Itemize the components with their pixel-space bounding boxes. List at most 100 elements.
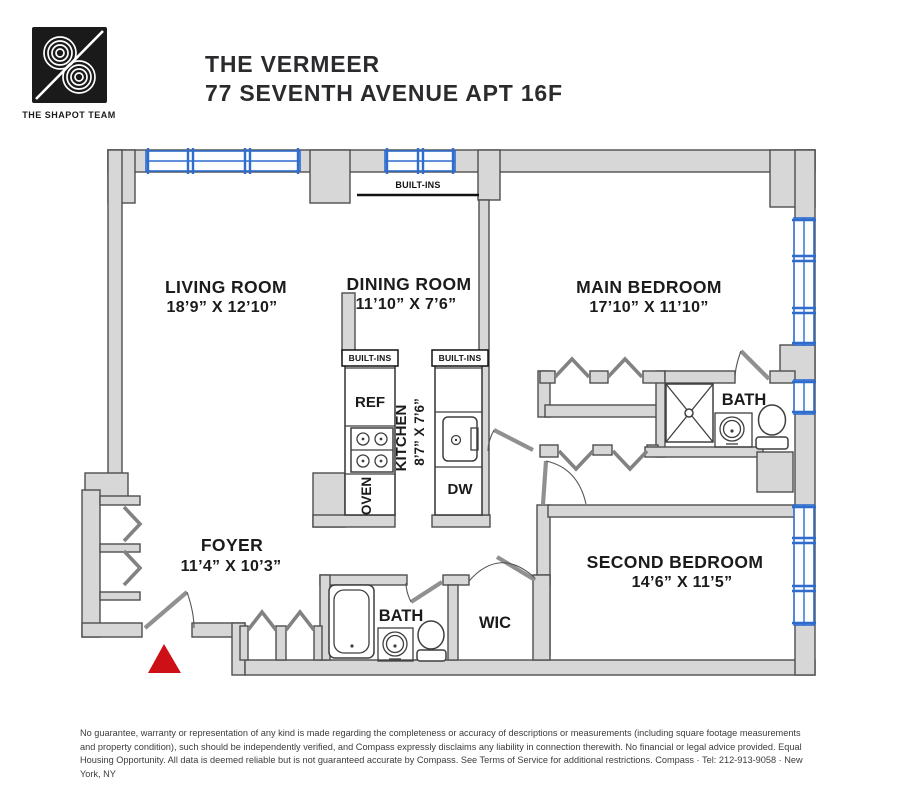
toilet-icon bbox=[416, 620, 447, 662]
wall-segment bbox=[431, 514, 491, 528]
main-bedroom-dims: 17’10” X 11’10” bbox=[589, 299, 708, 316]
closet-bifold-door bbox=[557, 449, 595, 472]
logo-s-icon bbox=[35, 30, 104, 100]
refrigerator-label: REF bbox=[355, 394, 385, 411]
wall-segment bbox=[341, 292, 356, 356]
kitchen-sink-icon bbox=[442, 416, 479, 462]
disclaimer: No guarantee, warranty or representation… bbox=[80, 728, 803, 779]
sink-icon bbox=[377, 627, 414, 662]
bath-window bbox=[792, 379, 816, 415]
wall-segment bbox=[313, 625, 323, 661]
wic-label: WIC bbox=[479, 614, 511, 632]
entry-door bbox=[143, 590, 195, 630]
brand-name: THE SHAPOT TEAM bbox=[22, 110, 116, 120]
wall-segment bbox=[447, 584, 459, 661]
main-bath-label: BATH bbox=[722, 391, 767, 409]
second-bath-door bbox=[405, 580, 444, 604]
living-room-window bbox=[145, 148, 301, 174]
wall-segment bbox=[312, 514, 396, 528]
second-bath-fixtures bbox=[328, 584, 447, 662]
closet-bifold-door bbox=[246, 609, 278, 632]
page-title-line1: THE VERMEER bbox=[205, 51, 380, 77]
page-title-line2: 77 SEVENTH AVENUE APT 16F bbox=[205, 80, 563, 106]
wic-door bbox=[468, 555, 537, 582]
room-labels: LIVING ROOM 18’9” X 12’10” DINING ROOM 1… bbox=[165, 274, 766, 632]
wall-segment bbox=[655, 370, 666, 458]
dining-room-label: DINING ROOM bbox=[347, 274, 472, 294]
wall-segment bbox=[81, 622, 143, 638]
main-bedroom-door bbox=[487, 428, 534, 452]
dining-room-window bbox=[384, 148, 456, 174]
built-ins-label: BUILT-INS bbox=[395, 180, 440, 190]
wall-segment bbox=[592, 444, 613, 456]
main-bedroom-window bbox=[792, 217, 816, 346]
wall-segment bbox=[642, 370, 666, 384]
closet-doors bbox=[122, 356, 649, 632]
kitchen-dims: 8’7” X 7’6” bbox=[412, 398, 427, 466]
doors bbox=[143, 349, 771, 630]
wall-segment bbox=[544, 404, 659, 418]
built-ins-label: BUILT-INS bbox=[349, 353, 392, 363]
second-bath-label: BATH bbox=[379, 607, 424, 625]
closet-bifold-door bbox=[122, 505, 143, 543]
dishwasher-label: DW bbox=[448, 481, 474, 498]
built-ins-label: BUILT-INS bbox=[439, 353, 482, 363]
built-ins-tag bbox=[341, 349, 399, 367]
brand-logo: THE SHAPOT TEAM bbox=[22, 27, 116, 120]
second-bedroom-dims: 14’6” X 11’5” bbox=[632, 574, 733, 591]
entry-marker-triangle bbox=[148, 644, 181, 673]
disclaimer-line: No guarantee, warranty or representation… bbox=[80, 728, 801, 738]
foyer-label: FOYER bbox=[201, 535, 263, 555]
wall-segment bbox=[442, 574, 470, 586]
living-room-label: LIVING ROOM bbox=[165, 277, 287, 297]
disclaimer-line: York, NY bbox=[80, 769, 116, 779]
sink-icon bbox=[714, 412, 753, 448]
wall-segment bbox=[319, 574, 408, 586]
shower-icon bbox=[665, 383, 714, 443]
second-bedroom-label: SECOND BEDROOM bbox=[587, 552, 764, 572]
wall-segment bbox=[539, 444, 559, 458]
wall-segment bbox=[664, 370, 736, 384]
windows bbox=[145, 148, 816, 626]
kitchen-fixtures: BUILT-INS BUILT-INS bbox=[341, 349, 489, 516]
wall-segment bbox=[769, 370, 796, 384]
wall-segment bbox=[81, 489, 101, 638]
dining-room-dims: 11’10” X 7’6” bbox=[356, 296, 457, 313]
dining-built-ins: BUILT-INS bbox=[357, 180, 479, 197]
wall-segment bbox=[644, 446, 764, 458]
disclaimer-line: Housing Opportunity. All data is deemed … bbox=[80, 755, 803, 765]
wall-segment bbox=[477, 149, 501, 201]
foyer-dims: 11’4” X 10’3” bbox=[181, 558, 282, 575]
wall-segment bbox=[539, 370, 556, 384]
main-bath-fixtures bbox=[665, 383, 789, 450]
closet-bifold-door bbox=[606, 356, 644, 379]
closet-bifold-door bbox=[553, 356, 591, 379]
wall-segment bbox=[275, 625, 287, 661]
wall-segment bbox=[99, 495, 141, 506]
stove-icon bbox=[350, 427, 394, 473]
wall-segment bbox=[99, 543, 141, 553]
built-ins-tag bbox=[431, 349, 489, 367]
disclaimer-line: and property condition), such should be … bbox=[80, 742, 802, 752]
wall-segment bbox=[532, 574, 551, 661]
kitchen-label: KITCHEN bbox=[393, 405, 410, 472]
toilet-icon bbox=[755, 404, 789, 450]
wall-segment bbox=[244, 659, 816, 676]
wall-segment bbox=[107, 149, 123, 481]
closet-bifold-door bbox=[122, 549, 143, 587]
wall-segment bbox=[547, 504, 796, 518]
wall-segment bbox=[756, 451, 794, 493]
bathtub-icon bbox=[328, 584, 375, 659]
main-bath-door bbox=[734, 349, 771, 381]
closet-bifold-door bbox=[284, 609, 316, 632]
wall-segment bbox=[589, 370, 609, 384]
closet-bifold-door bbox=[611, 449, 649, 472]
wall-segment bbox=[309, 149, 351, 204]
wall-segment bbox=[99, 591, 141, 601]
second-bedroom-window bbox=[792, 504, 816, 626]
main-bedroom-label: MAIN BEDROOM bbox=[576, 277, 722, 297]
wall-segment bbox=[239, 625, 249, 661]
oven-label: OVEN bbox=[359, 477, 374, 515]
